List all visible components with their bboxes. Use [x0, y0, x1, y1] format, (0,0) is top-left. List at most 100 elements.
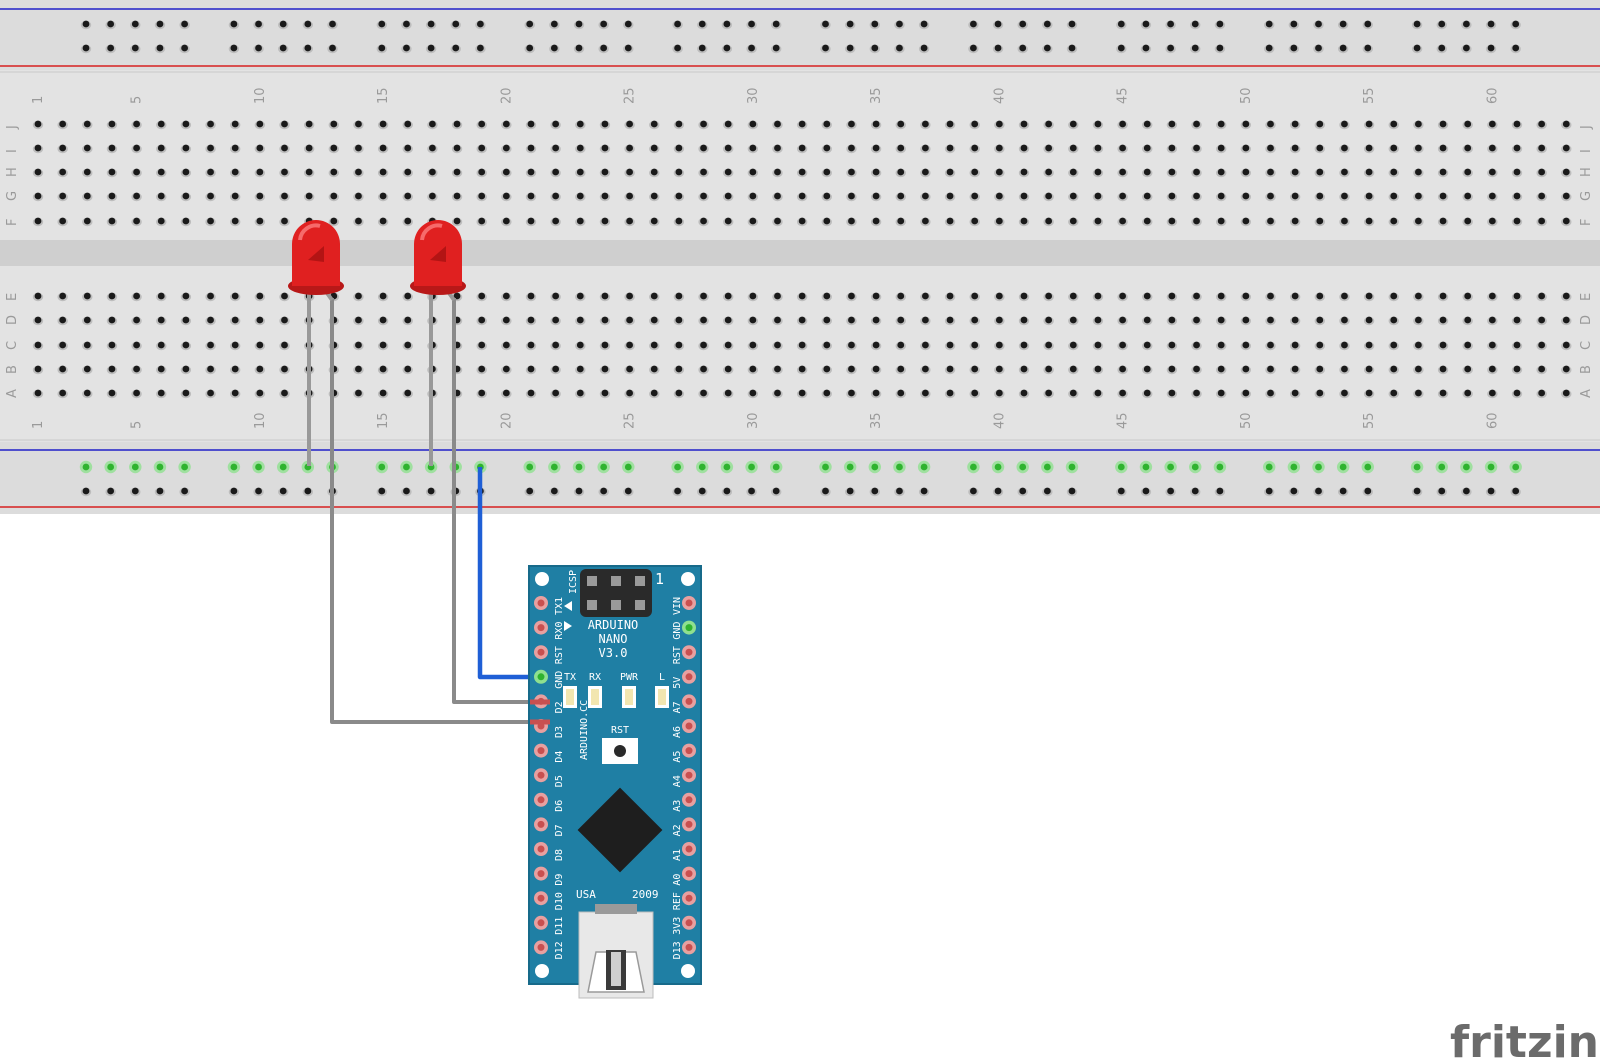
red-led-2[interactable] — [410, 220, 466, 295]
column-label: 35 — [869, 87, 884, 104]
pin-label: A1 — [672, 849, 683, 861]
pin-label: D4 — [554, 751, 565, 763]
pin-label: A2 — [672, 824, 683, 836]
pin-label: D9 — [554, 874, 565, 886]
pin-label: RST — [672, 646, 683, 664]
column-label: 50 — [1239, 412, 1254, 429]
breadboard-holes — [32, 20, 1572, 497]
top-power-rail — [0, 0, 1600, 70]
pin-label: REF — [672, 892, 683, 910]
pin-label: D2 — [554, 701, 565, 713]
status-led-label: PWR — [620, 672, 639, 683]
breadboard: 1155101015152020252530303535404045455050… — [0, 0, 1600, 514]
row-label: C — [5, 341, 20, 350]
row-label: H — [5, 167, 20, 177]
row-label: J — [1579, 125, 1594, 130]
column-label: 30 — [746, 412, 761, 429]
column-label: 60 — [1485, 87, 1500, 104]
pin-label: D13 — [672, 941, 683, 959]
column-label: 45 — [1116, 87, 1131, 104]
column-label: 25 — [623, 412, 638, 429]
column-label: 5 — [130, 96, 145, 104]
reset-label: RST — [611, 725, 629, 736]
usa-label: USA — [576, 888, 596, 901]
pin-label: D8 — [554, 849, 565, 861]
red-led-1[interactable] — [288, 220, 344, 295]
row-label: D — [1579, 315, 1594, 325]
mini-usb-connector[interactable] — [578, 904, 654, 999]
row-label: F — [5, 219, 20, 226]
icsp-label: ICSP — [568, 570, 579, 594]
wire-led2-to-d2[interactable] — [452, 298, 536, 704]
column-label: 10 — [253, 87, 268, 104]
row-label: I — [1579, 149, 1594, 153]
column-label: 30 — [746, 87, 761, 104]
row-label: A — [1579, 389, 1594, 398]
column-label: 15 — [376, 87, 391, 104]
pin-label: TX1 — [554, 597, 565, 615]
column-label: 40 — [992, 87, 1007, 104]
row-label: A — [5, 389, 20, 398]
column-label: 5 — [130, 421, 145, 429]
column-label: 1 — [31, 421, 46, 429]
mount-hole — [535, 572, 549, 586]
column-label: 25 — [623, 87, 638, 104]
column-label: 15 — [376, 412, 391, 429]
row-label: B — [5, 365, 20, 374]
row-label: I — [5, 149, 20, 153]
pin-label: RST — [554, 646, 565, 664]
column-label: 20 — [499, 87, 514, 104]
column-label: 1 — [31, 96, 46, 104]
row-label: F — [1579, 219, 1594, 226]
pin-label: A7 — [672, 701, 683, 713]
column-label: 50 — [1239, 87, 1254, 104]
pin-label: A5 — [672, 751, 683, 763]
status-led-label: TX — [564, 672, 576, 683]
terminal-area-top — [0, 70, 1600, 240]
bottom-power-rail — [0, 442, 1600, 514]
terminal-area-bottom — [0, 266, 1600, 442]
pin-label: 5V — [672, 677, 683, 689]
column-label: 55 — [1362, 87, 1377, 104]
row-label: G — [5, 191, 20, 201]
column-labels: 1155101015152020252530303535404045455050… — [31, 87, 1500, 429]
row-label: C — [1579, 341, 1594, 350]
center-channel — [0, 240, 1600, 266]
mcu-chip — [577, 787, 663, 873]
nano-title-line1: ARDUINO — [588, 618, 639, 632]
pin-label: A0 — [672, 874, 683, 886]
icsp-pin1-label: 1 — [655, 570, 664, 588]
row-label: E — [1579, 293, 1594, 301]
year-label: 2009 — [632, 888, 659, 901]
status-led-label: RX — [589, 672, 601, 683]
status-leds: TX RX PWR L — [563, 672, 669, 708]
pin-label: RX0 — [554, 622, 565, 640]
wires — [307, 284, 540, 724]
pin-label: D6 — [554, 800, 565, 812]
column-label: 45 — [1116, 412, 1131, 429]
column-label: 10 — [253, 412, 268, 429]
row-label: E — [5, 293, 20, 301]
column-label: 55 — [1362, 412, 1377, 429]
icsp-header — [580, 569, 652, 617]
pin-label: GND — [672, 622, 683, 640]
row-label: H — [1579, 167, 1594, 177]
row-label: J — [5, 125, 20, 130]
column-label: 40 — [992, 412, 1007, 429]
pin-label: D12 — [554, 941, 565, 959]
wire-led1-to-d3[interactable] — [330, 298, 536, 724]
wire-gnd-rail-to-gnd[interactable] — [477, 467, 540, 680]
row-label: D — [5, 315, 20, 325]
pin-label: D10 — [554, 892, 565, 910]
nano-title-line2: NANO — [599, 632, 628, 646]
mount-hole — [535, 964, 549, 978]
column-label: 60 — [1485, 412, 1500, 429]
pin-label: D3 — [554, 726, 565, 738]
pin-label: GND — [554, 671, 565, 689]
status-led-label: L — [659, 672, 665, 683]
pin-label: D7 — [554, 824, 565, 836]
